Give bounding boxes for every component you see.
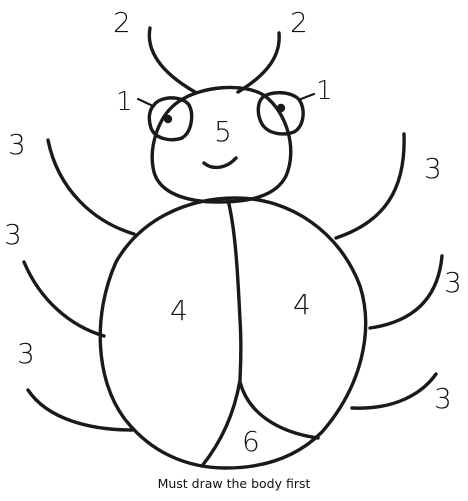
label-leg-right-middle: 3 (444, 266, 462, 299)
wing-divider (202, 200, 241, 466)
label-leg-left-top: 3 (8, 128, 26, 161)
leg-right-top (336, 134, 404, 238)
label-leg-right-bottom: 3 (434, 382, 452, 415)
label-antenna-right: 2 (290, 6, 308, 39)
leg-right-middle (370, 256, 442, 328)
leg-right-bottom (352, 374, 436, 408)
leg-left-middle (24, 262, 104, 336)
leg-left-top (48, 140, 134, 234)
label-head: 5 (214, 115, 232, 148)
antenna-left (149, 28, 195, 92)
label-wing-left: 4 (170, 294, 188, 327)
label-eye-left: 1 (116, 87, 133, 117)
label-leg-left-middle: 3 (4, 218, 22, 251)
smile (204, 158, 236, 167)
label-antenna-left: 2 (113, 6, 131, 39)
leg-left-bottom (28, 390, 132, 430)
pupil-left (164, 115, 172, 123)
label-tail: 6 (242, 425, 260, 458)
label-eye-right: 1 (316, 76, 333, 106)
eye-left-leader (138, 99, 153, 106)
label-leg-left-bottom: 3 (17, 337, 35, 370)
eye-right-leader (301, 94, 314, 99)
label-leg-right-top: 3 (424, 152, 442, 185)
label-wing-right: 4 (293, 288, 311, 321)
antenna-right (238, 33, 279, 92)
pupil-right (277, 104, 285, 112)
caption: Must draw the body first (0, 476, 468, 491)
